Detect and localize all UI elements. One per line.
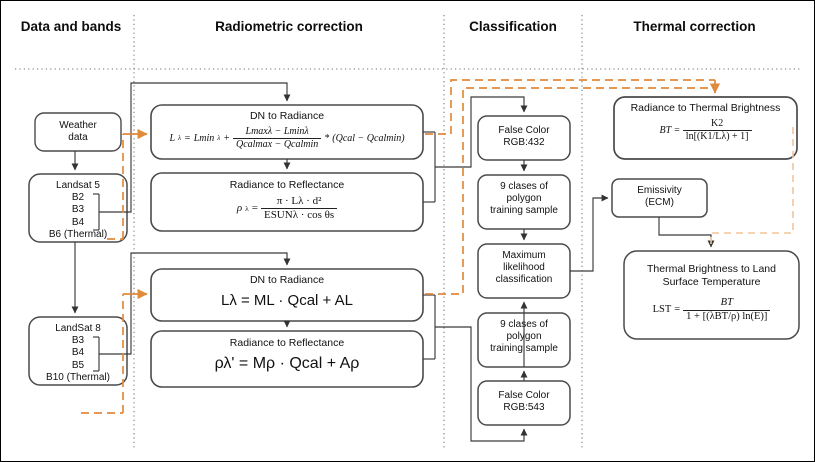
node-training-sample-top (477, 174, 571, 230)
thermal-band-connectors (81, 79, 721, 414)
node-maximum-likelihood (477, 243, 571, 299)
node-weather-data (34, 112, 122, 152)
node-lst (623, 250, 800, 340)
node-landsat8 (28, 316, 128, 386)
column-header-classification: Classification (469, 19, 557, 34)
column-header-data-and-bands: Data and bands (20, 19, 122, 34)
node-shapes (28, 96, 800, 426)
node-radiance-to-reflectance-l5 (150, 172, 424, 232)
node-emissivity (611, 178, 708, 218)
node-false-color-543 (477, 380, 571, 426)
column-header-radiometric-correction: Radiometric correction (215, 19, 363, 34)
node-landsat5 (28, 173, 128, 243)
column-dividers (15, 15, 802, 449)
node-false-color-432 (477, 115, 571, 161)
node-dn-to-radiance-l5 (150, 104, 424, 160)
node-radiance-to-thermal-brightness (613, 96, 798, 160)
node-dn-to-radiance-l8 (150, 268, 424, 322)
column-header-thermal-correction: Thermal correction (633, 19, 756, 34)
thermal-return-path (710, 127, 794, 247)
node-radiance-to-reflectance-l8 (150, 330, 424, 388)
